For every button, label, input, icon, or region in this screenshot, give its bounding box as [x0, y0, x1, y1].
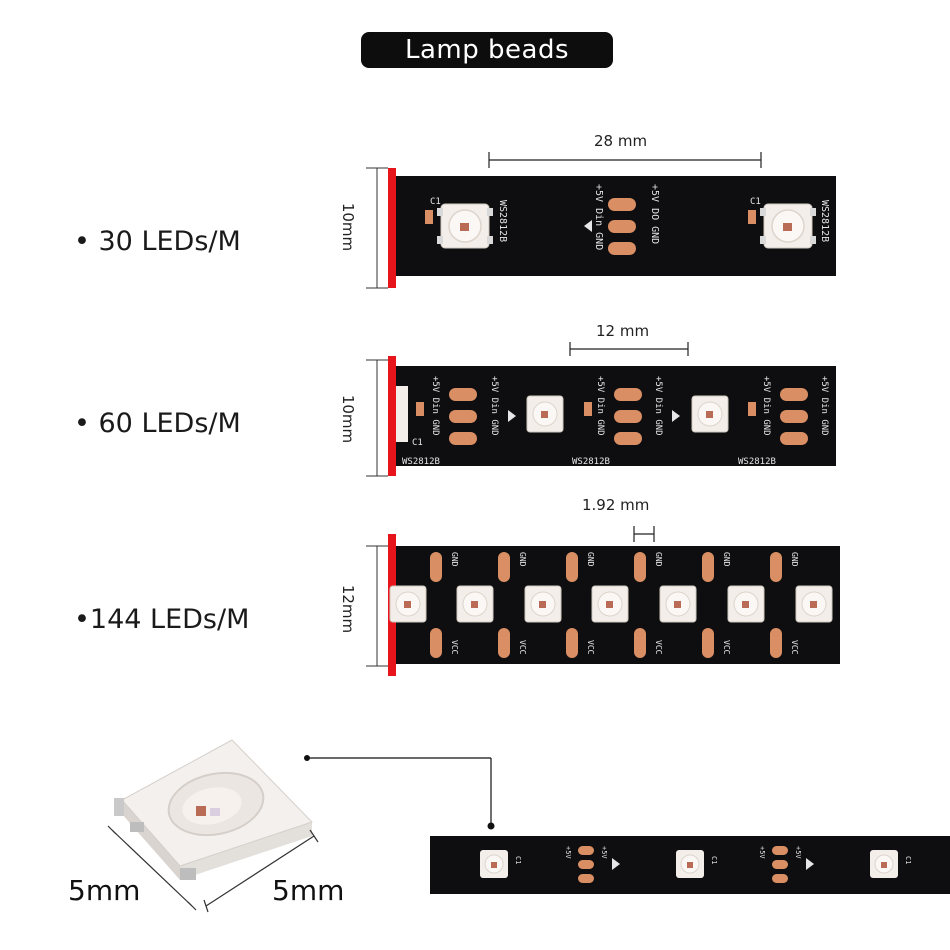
svg-text:WS2812B: WS2812B — [497, 200, 508, 242]
svg-text:VCC: VCC — [450, 640, 459, 655]
strip-144: GND GND GND GND GND GND VCC VCC VCC VCC … — [366, 526, 840, 676]
svg-text:+5V Din GND: +5V Din GND — [489, 376, 499, 436]
strip-30: C1 WS2812B +5V Din GND +5V DO GND C1 WS2… — [366, 152, 836, 289]
svg-text:+5V Din GND: +5V Din GND — [593, 184, 604, 250]
title-badge: Lamp beads — [361, 32, 613, 68]
svg-text:GND: GND — [450, 552, 459, 567]
svg-text:GND: GND — [654, 552, 663, 567]
svg-text:C1: C1 — [710, 856, 718, 864]
svg-text:C1: C1 — [904, 856, 912, 864]
strip-60: C1 WS2812B +5V Din GND +5V Din GND WS281… — [366, 342, 836, 477]
bead-width-label: 5mm — [68, 874, 141, 907]
bead-length-label: 5mm — [272, 874, 345, 907]
svg-text:+5V Din GND: +5V Din GND — [761, 376, 771, 436]
pitch-label-144: 1.92 mm — [582, 496, 650, 514]
svg-text:C1: C1 — [514, 856, 522, 864]
row-label-30: • 30 LEDs/M — [74, 226, 241, 257]
svg-text:VCC: VCC — [518, 640, 527, 655]
svg-text:VCC: VCC — [722, 640, 731, 655]
pitch-label-60: 12 mm — [596, 322, 650, 340]
svg-text:+5V: +5V — [794, 846, 802, 859]
svg-text:+5V Din GND: +5V Din GND — [819, 376, 829, 436]
svg-text:GND: GND — [518, 552, 527, 567]
svg-text:WS2812B: WS2812B — [738, 457, 776, 467]
svg-text:VCC: VCC — [586, 640, 595, 655]
svg-text:+5V: +5V — [564, 846, 572, 859]
svg-text:WS2812B: WS2812B — [402, 457, 440, 467]
svg-text:+5V: +5V — [600, 846, 608, 859]
svg-text:GND: GND — [790, 552, 799, 567]
svg-text:+5V: +5V — [758, 846, 766, 859]
strip-bottom-30: +5V +5V +5V +5V C1 C1 C1 — [430, 836, 950, 894]
svg-text:VCC: VCC — [654, 640, 663, 655]
svg-text:GND: GND — [586, 552, 595, 567]
led-bead-illustration — [107, 739, 495, 913]
row-label-60: • 60 LEDs/M — [74, 408, 241, 439]
svg-text:+5V DO GND: +5V DO GND — [649, 184, 660, 244]
svg-text:+5V Din GND: +5V Din GND — [653, 376, 663, 436]
pitch-label-30: 28 mm — [594, 132, 648, 150]
svg-text:WS2812B: WS2812B — [572, 457, 610, 467]
svg-text:C1: C1 — [750, 197, 761, 207]
svg-text:+5V Din GND: +5V Din GND — [430, 376, 440, 436]
svg-text:WS2812B: WS2812B — [819, 200, 830, 242]
svg-text:VCC: VCC — [790, 640, 799, 655]
svg-text:C1: C1 — [430, 197, 441, 207]
svg-text:GND: GND — [722, 552, 731, 567]
svg-text:C1: C1 — [412, 438, 423, 448]
row-label-144: •144 LEDs/M — [74, 604, 250, 635]
svg-text:+5V Din GND: +5V Din GND — [595, 376, 605, 436]
